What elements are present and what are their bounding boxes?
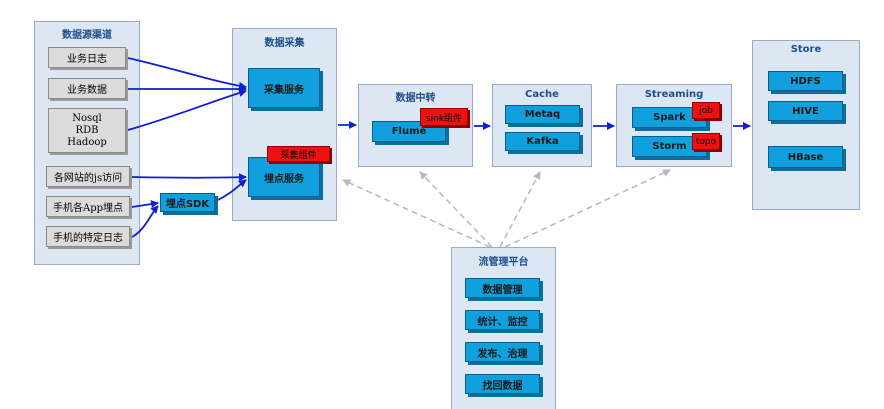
dashed-to-cache — [499, 171, 541, 248]
tag-sink-component: sink组件 — [420, 108, 468, 126]
node-tracking-sdk: 埋点SDK — [160, 193, 215, 212]
node-recover-data: 找回数据 — [465, 374, 540, 394]
node-rdb-line: RDB — [75, 124, 99, 136]
arrow-log-to-collect — [127, 57, 247, 90]
node-site-js-access: 各网站的js访问 — [46, 166, 130, 187]
tag-collect-component: 采集组件 — [267, 146, 330, 162]
node-metaq: Metaq — [505, 105, 580, 124]
node-publish-governance: 发布、治理 — [465, 342, 540, 362]
node-hdfs: HDFS — [768, 71, 843, 91]
arrow-sdk-to-tracking — [217, 179, 247, 201]
node-stats-monitoring: 统计、监控 — [465, 310, 540, 330]
dashed-to-relay — [419, 171, 493, 248]
node-nosql-rdb-hadoop: Nosql RDB Hadoop — [48, 108, 126, 153]
tag-job: job — [692, 102, 720, 119]
panel-title-store: Store — [790, 44, 822, 55]
panel-title-data-sources: 数据源渠道 — [62, 30, 112, 41]
node-business-data: 业务数据 — [48, 78, 126, 99]
panel-title-streaming: Streaming — [644, 89, 704, 100]
node-data-management: 数据管理 — [465, 278, 540, 298]
arrow-app-to-sdk — [131, 200, 159, 209]
node-hive: HIVE — [768, 101, 843, 121]
panel-title-stream-management: 流管理平台 — [478, 257, 529, 268]
panel-title-cache: Cache — [525, 89, 559, 100]
arrow-js-to-tracking — [131, 173, 247, 182]
node-app-specific-log: 手机的特定日志 — [46, 226, 130, 247]
panel-title-data-relay: 数据中转 — [395, 93, 436, 104]
dashed-to-streaming — [504, 169, 671, 248]
arrow-nosql-to-collect — [127, 89, 247, 131]
node-storm: Storm — [632, 136, 707, 157]
node-collect-service: 采集服务 — [248, 68, 320, 108]
panel-title-data-collection: 数据采集 — [264, 38, 305, 49]
node-nosql-line: Nosql — [72, 112, 102, 124]
node-kafka: Kafka — [505, 132, 580, 151]
node-tracking-service: 埋点服务 — [248, 157, 320, 197]
tag-topo: topo — [692, 133, 720, 150]
node-flume: Flume — [372, 121, 446, 142]
dashed-to-collection — [342, 179, 491, 248]
node-hadoop-line: Hadoop — [67, 136, 107, 148]
arrow-log-to-sdk — [131, 205, 159, 238]
panel-store: Store — [752, 40, 860, 210]
node-hbase: HBase — [768, 146, 843, 168]
panel-cache: Cache — [492, 84, 592, 167]
node-business-log: 业务日志 — [48, 47, 126, 68]
node-app-tracking: 手机各App埋点 — [46, 196, 130, 217]
